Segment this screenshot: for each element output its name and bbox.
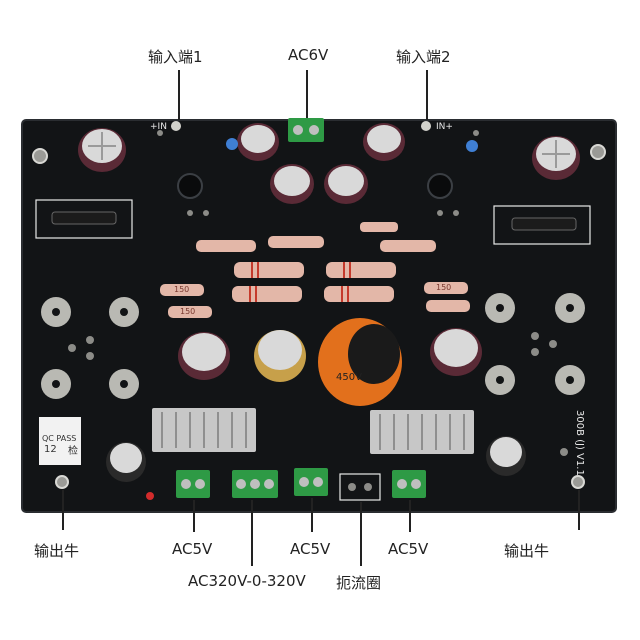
choke-pads (339, 473, 381, 501)
callout-out-right: 输出牛 (504, 542, 550, 560)
leader-out-left (62, 490, 64, 530)
mounting-holes (32, 144, 606, 489)
qc-mark-text: 检 (68, 446, 78, 457)
callout-ac5v-right: AC5V (388, 540, 429, 558)
qc-number-text: 12 (44, 444, 57, 455)
leader-ac5v-right (409, 500, 411, 532)
terminal-ac320v (232, 470, 278, 498)
leader-choke (360, 502, 362, 566)
leader-ac5v-left (193, 500, 195, 532)
capacitor-bottom-left (106, 442, 146, 482)
qc-pass-text: QC PASS (42, 434, 77, 443)
leader-ac6v (306, 70, 308, 118)
callout-ac5v-mid: AC5V (290, 540, 331, 558)
terminal-ac5v-left (176, 470, 210, 498)
terminal-ac5v-right (392, 470, 426, 498)
callout-input-2: 输入端2 (396, 48, 451, 66)
silk-r150-a: 150 (174, 285, 190, 294)
capacitor-mid-gold (254, 330, 306, 382)
callout-out-left: 输出牛 (34, 542, 80, 560)
capacitor-orange (318, 318, 402, 406)
callout-ac5v-left: AC5V (172, 540, 213, 558)
capacitor-mid-left (178, 332, 230, 380)
leader-input-2 (426, 70, 428, 120)
capacitor-left-large (78, 128, 126, 172)
silk-model: 300B (J) V1.1 (574, 410, 585, 476)
leader-ac320 (251, 500, 253, 566)
silk-r150-c: 150 (436, 283, 452, 292)
capacitor-top-b (363, 123, 405, 161)
capacitor-right-large (532, 136, 580, 180)
callout-input-1: 输入端1 (148, 48, 203, 66)
capacitor-top-c (270, 164, 314, 204)
silk-cap-voltage: 450V (336, 372, 362, 383)
capacitor-mid-right (430, 328, 482, 376)
terminal-ac6v (288, 118, 324, 142)
callout-choke: 扼流圈 (336, 574, 382, 592)
qc-sticker (39, 417, 81, 465)
silk-in-left: +IN (150, 122, 167, 132)
capacitor-top-d (324, 164, 368, 204)
capacitor-top-a (237, 123, 279, 161)
solder-pads (68, 130, 568, 456)
silk-in-right: IN+ (436, 122, 453, 132)
terminal-ac5v-mid (294, 468, 328, 496)
silk-r150-b: 150 (180, 307, 196, 316)
leader-out-right (578, 490, 580, 530)
callout-ac6v: AC6V (288, 46, 329, 64)
capacitor-bottom-right (486, 436, 526, 476)
callout-ac320: AC320V-0-320V (188, 572, 306, 590)
leader-input-1 (178, 70, 180, 120)
leader-ac5v-mid (311, 498, 313, 532)
